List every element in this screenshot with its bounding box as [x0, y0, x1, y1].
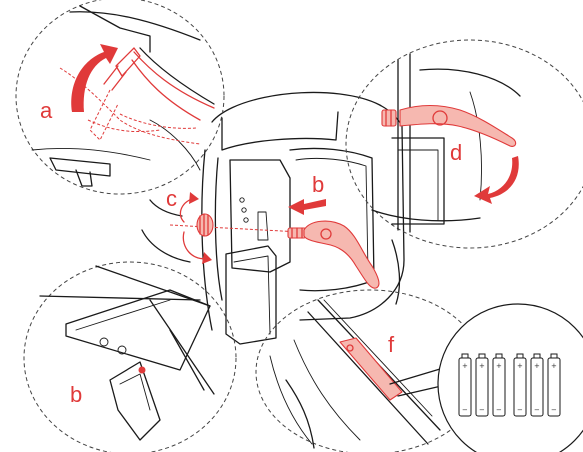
- svg-text:−: −: [479, 406, 485, 414]
- svg-text:−: −: [496, 406, 502, 414]
- svg-text:−: −: [462, 406, 468, 414]
- detail-circle-a: a: [15, 0, 225, 195]
- lock-arrow-icon: [474, 156, 519, 204]
- svg-text:+: +: [462, 362, 468, 370]
- battery-icon: [458, 353, 561, 417]
- rotate-arrows-icon: [179, 192, 212, 264]
- insert-arrow-icon: [288, 199, 326, 215]
- detail-circle-b: b: [23, 261, 237, 452]
- battery-zoom: + + + + + + − − − − − −: [437, 303, 583, 452]
- step-label-b-main: b: [312, 172, 324, 197]
- svg-text:+: +: [534, 362, 540, 370]
- step-label-a: a: [40, 98, 53, 123]
- svg-text:+: +: [479, 362, 485, 370]
- svg-text:−: −: [534, 406, 540, 414]
- step-label-c: c: [166, 186, 177, 211]
- svg-text:+: +: [517, 362, 523, 370]
- quick-release-assembly: [169, 192, 380, 289]
- svg-text:+: +: [551, 362, 557, 370]
- step-label-d: d: [450, 140, 462, 165]
- adjust-knob-icon: [196, 213, 214, 237]
- battery-polarity-labels: + + + + + + − − − − − −: [462, 362, 557, 414]
- detail-circle-f: f: [255, 289, 485, 452]
- main-unit-drawing: [141, 91, 405, 345]
- detail-circle-d: d: [345, 39, 583, 249]
- svg-text:−: −: [517, 406, 523, 414]
- step-label-f: f: [388, 332, 395, 357]
- svg-text:−: −: [551, 406, 557, 414]
- svg-text:+: +: [496, 362, 502, 370]
- lift-arrow-icon: [71, 44, 118, 112]
- quick-release-lever-icon: [287, 220, 380, 289]
- step-label-b-detail: b: [70, 382, 82, 407]
